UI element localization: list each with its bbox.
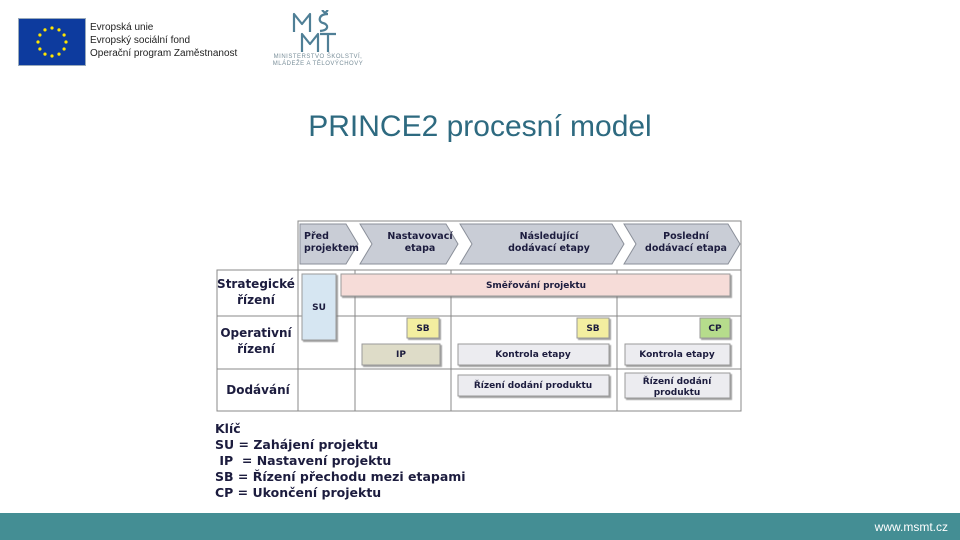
process-model-diagram: Před projektem Nastavovací etapa Následu… [216,220,742,416]
stage-label-final-2: dodávací etapa [645,243,727,254]
box-cp-label: CP [708,324,722,334]
box-stage-control-1: Kontrola etapy [457,343,610,366]
legend-item-sb: SB = Řízení přechodu mezi etapami [215,469,466,484]
box-stage-control-2: Kontrola etapy [624,343,731,366]
box-product-delivery-2: Řízení dodání produktu [624,372,731,399]
box-directing: Směřování projektu [340,273,731,297]
row-label-delivering: Dodávání [226,383,290,397]
box-su: SU [301,273,337,341]
process-model-svg: Před projektem Nastavovací etapa Následu… [216,220,742,412]
stage-label-initiation: Nastavovací [387,231,453,242]
eu-logo-line-2: Evropský sociální fond [90,35,191,46]
box-product-delivery-1: Řízení dodání produktu [457,374,610,397]
box-product-delivery-2-label-2: produktu [654,388,701,398]
footer-bar: www.msmt.cz [0,513,960,540]
eu-logo-line-3: Operační program Zaměstnanost [90,48,238,59]
legend-item-su: SU = Zahájení projektu [215,437,379,452]
msmt-name-line-1: MINISTERSTVO ŠKOLSTVÍ, [273,54,363,60]
stage-arrow-initiation: Nastavovací etapa [359,223,459,265]
stage-label-subsequent-2: dodávací etapy [508,243,591,254]
stage-label-initiation-2: etapa [405,243,436,254]
eu-logo-line-1: Evropská unie [90,22,154,33]
box-stage-control-2-label: Kontrola etapy [639,350,715,360]
footer-url: www.msmt.cz [874,520,948,534]
box-ip-label: IP [396,350,406,360]
box-directing-label: Směřování projektu [486,280,586,291]
stage-label-pre-project-2: projektem [304,243,359,254]
box-sb-2: SB [576,317,610,339]
msmt-name: MINISTERSTVO ŠKOLSTVÍ, MLÁDEŽE A TĚLOVÝC… [266,54,370,68]
legend: Klíč SU = Zahájení projektu IP = Nastave… [215,421,466,501]
stage-label-subsequent: Následující [520,231,579,242]
row-label-directing: Strategické [217,277,295,291]
stage-label-pre-project: Před [304,231,329,242]
box-sb-1: SB [406,317,440,339]
legend-item-cp: CP = Ukončení projektu [215,485,382,500]
box-product-delivery-1-label: Řízení dodání produktu [474,379,592,391]
row-label-directing-2: řízení [237,293,276,307]
box-product-delivery-2-label: Řízení dodání [643,375,713,387]
box-cp: CP [699,317,731,339]
stage-label-final: Poslední [663,231,709,242]
stage-arrow-final: Poslední dodávací etapa [623,223,741,265]
page-title: PRINCE2 procesní model [308,110,652,143]
box-sb-1-label: SB [416,324,429,334]
box-stage-control-1-label: Kontrola etapy [495,350,571,360]
box-ip: IP [361,343,441,366]
msmt-name-line-2: MLÁDEŽE A TĚLOVÝCHOVY [272,61,364,67]
stage-arrow-pre-project: Před projektem [299,223,359,265]
legend-heading: Klíč [215,421,241,436]
eu-flag-icon [18,18,86,66]
msmt-logo: MINISTERSTVO ŠKOLSTVÍ, MLÁDEŽE A TĚLOVÝC… [266,9,370,68]
box-su-label: SU [312,303,326,313]
legend-item-ip: IP = Nastavení projektu [215,453,392,468]
row-label-managing: Operativní [220,326,292,340]
eu-logo: Evropská unie Evropský sociální fond Ope… [18,18,248,68]
eu-logo-text: Evropská unie Evropský sociální fond Ope… [90,21,237,60]
stage-arrow-subsequent: Následující dodávací etapy [459,223,625,265]
row-label-managing-2: řízení [237,342,276,356]
msmt-mark-icon [290,9,340,54]
box-sb-2-label: SB [586,324,599,334]
